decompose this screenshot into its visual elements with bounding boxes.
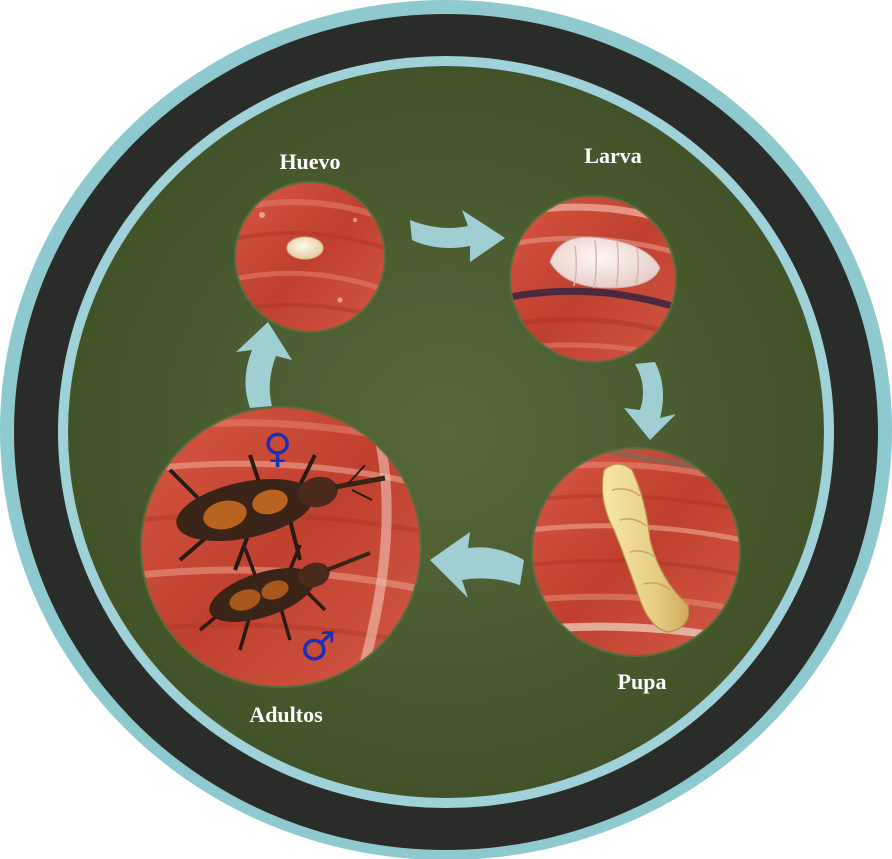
stage-label-adults: Adultos xyxy=(249,702,323,727)
egg-icon xyxy=(287,237,323,259)
female-symbol: ♀ xyxy=(263,426,292,472)
stage-label-pupa: Pupa xyxy=(618,669,667,694)
diagram-background xyxy=(68,66,824,798)
stage-label-larva: Larva xyxy=(584,143,641,168)
stage-label-egg: Huevo xyxy=(279,149,340,174)
male-symbol: ♂ xyxy=(300,624,336,670)
